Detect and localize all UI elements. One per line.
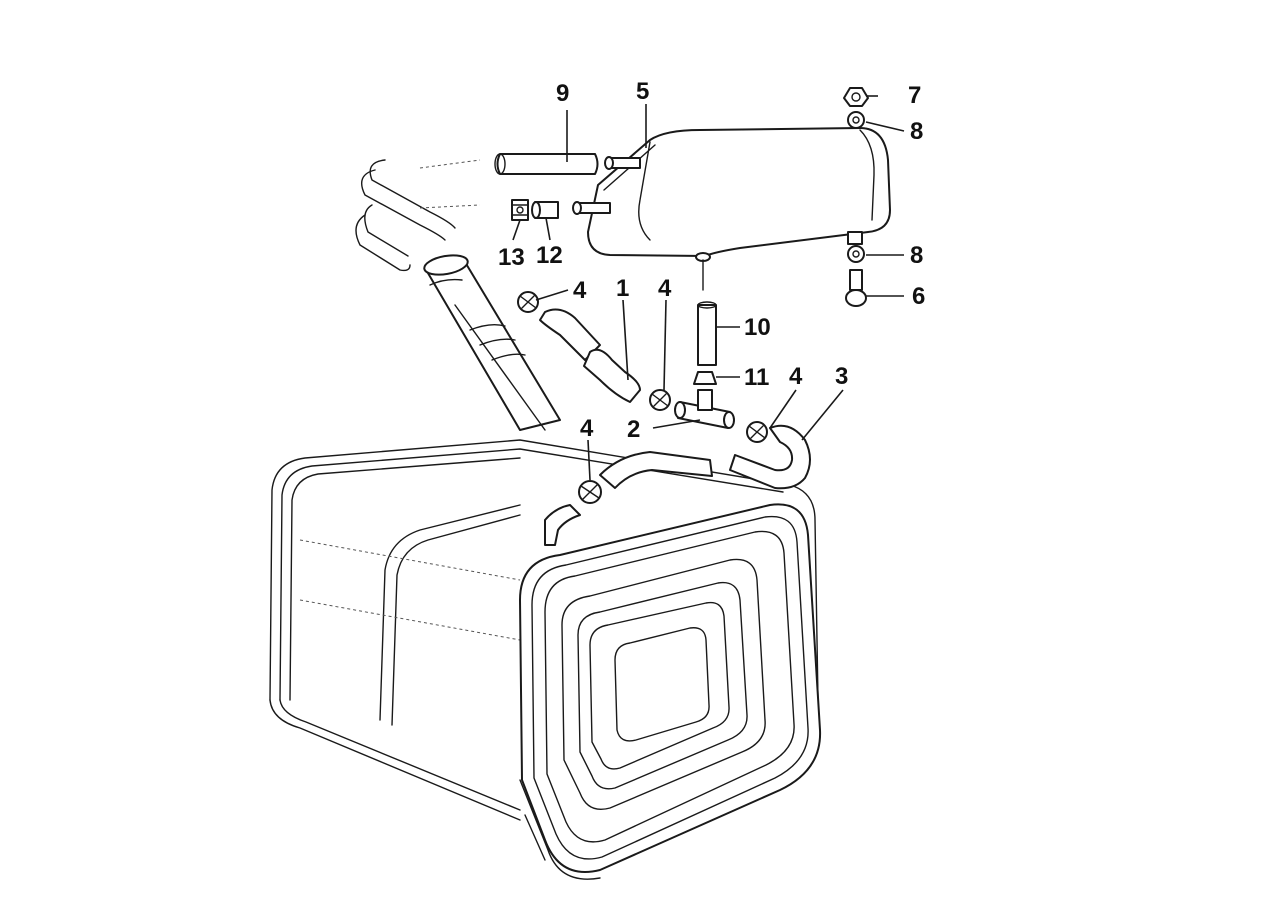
callout-8-top: 8 [910,118,923,145]
callout-10: 10 [744,314,771,341]
t-connector [674,389,735,429]
hose-lower [544,451,713,546]
washer-bottom [847,245,865,263]
callout-11: 11 [744,364,769,391]
filler-neck [355,159,561,431]
callout-3: 3 [835,363,848,390]
clamp-small [511,199,529,221]
callout-4-d: 4 [580,415,594,442]
callout-1: 1 [616,275,629,302]
callout-13: 13 [498,244,525,271]
callout-5: 5 [636,78,649,105]
fuel-tank [269,439,822,880]
bolt [845,269,867,307]
callout-4-a: 4 [573,277,587,304]
hose-clamp-a [517,291,539,313]
hose-curved-1 [539,308,641,403]
callout-4-c: 4 [789,363,803,390]
connector-small [531,201,559,219]
callout-labels: 9 5 7 8 8 6 10 11 13 12 4 1 4 2 4 3 4 [498,78,925,443]
clip-small [693,371,717,385]
hose-curved-3 [729,424,811,490]
hose-vertical [697,259,717,366]
expansion-tank [572,127,891,262]
callout-12: 12 [536,242,563,269]
callout-6: 6 [912,283,925,310]
hose-clamp-c [746,421,768,443]
callout-2: 2 [627,416,640,443]
leader-lines [512,95,905,481]
callout-8-bottom: 8 [910,242,923,269]
nut [843,87,869,107]
hose-straight [494,153,599,175]
callout-9: 9 [556,80,569,107]
hose-clamp-d [578,480,602,504]
callout-4-b: 4 [658,275,672,302]
callout-7: 7 [908,82,921,109]
hose-clamp-b [649,389,671,411]
washer-top [847,111,865,129]
